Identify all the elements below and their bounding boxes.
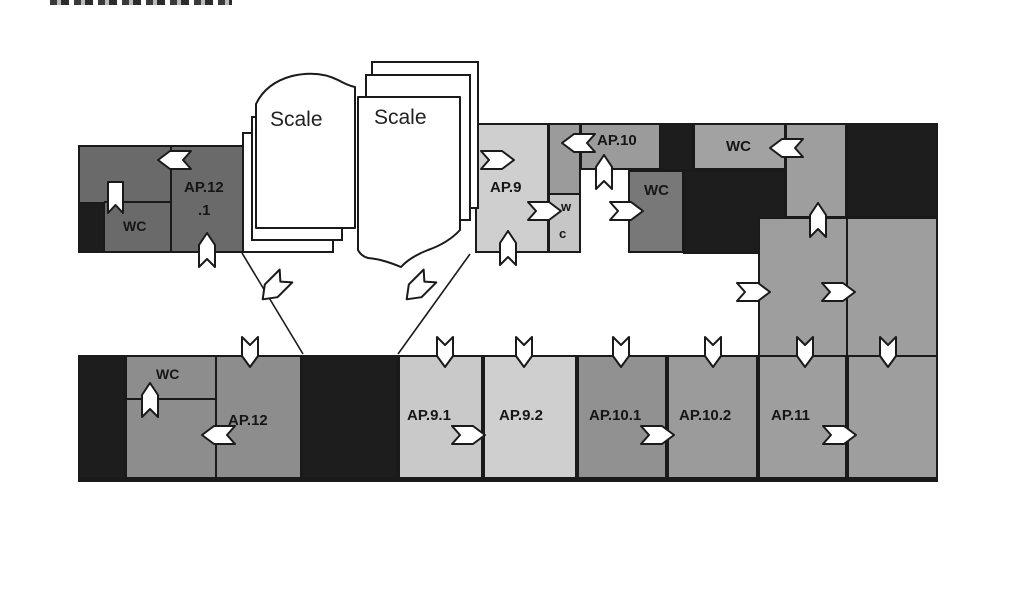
label-ap-12: AP.12 [228,412,268,429]
direction-arrow-right-icon [822,425,857,445]
wall-ap12-b-hdiv [125,398,217,400]
direction-arrow-diag-icon [261,268,294,301]
wall-bottom-edge [78,477,938,482]
label-ap-12-1: AP.12 [184,179,224,196]
label-wc-bottom: WC [156,366,180,382]
room-block-f [846,217,938,357]
label-ap-11: AP.11 [771,407,810,424]
direction-arrow-right-icon [821,282,856,302]
staircase-left-label: Scale [270,108,323,131]
direction-arrow-right-icon [451,425,486,445]
direction-arrow-up-icon [141,382,159,418]
label-ap-10-1: AP.10.1 [589,407,642,424]
label-wc-w: w [561,199,572,214]
direction-arrow-up-icon [595,154,613,190]
room-ap-12-bottom [125,355,302,481]
staircase-right-label: Scale [374,106,427,129]
direction-arrow-down-icon [879,336,897,368]
direction-arrow-right-icon [527,201,562,221]
direction-arrow-down-icon [515,336,533,368]
direction-arrow-right-icon [480,150,515,170]
direction-arrow-right-icon [609,201,644,221]
label-wc-top: WC [726,138,751,155]
room-ap-12-1-black [78,202,105,253]
label-wc-c: c [559,226,567,241]
direction-arrow-down-icon [612,336,630,368]
corridor-diagonal-left [241,252,304,355]
cut-off-text-fragment [50,0,232,5]
direction-arrow-left-icon [157,150,192,170]
direction-arrow-left-icon [561,133,596,153]
room-bottom-black-m [301,355,398,481]
wall-ap12-b-vdiv [215,355,217,481]
staircase-right: Scale [357,61,479,268]
direction-arrow-diag-icon [405,268,438,301]
wall-ap12-1-vdiv [170,145,172,253]
room-ap-10-1 [577,355,667,481]
label-wc-dark: WC [644,182,669,199]
wall-ap12-1-hdiv [104,201,172,203]
direction-arrow-up-icon [198,232,216,268]
direction-arrow-down-icon [241,336,259,368]
corridor-diagonal-right [397,253,471,355]
direction-arrow-ribbon-icon [107,181,124,214]
direction-arrow-right-icon [736,282,771,302]
direction-arrow-left-icon [769,138,804,158]
label-ap-10-2: AP.10.2 [679,407,732,424]
direction-arrow-up-icon [809,202,827,238]
direction-arrow-down-icon [436,336,454,368]
label-wc-left: WC [123,218,147,234]
direction-arrow-up-icon [499,230,517,266]
direction-arrow-right-icon [640,425,675,445]
room-wc-small [548,193,581,253]
direction-arrow-down-icon [704,336,722,368]
room-bottom-right [847,355,938,481]
direction-arrow-left-icon [201,425,236,445]
label-ap-12-1b: .1 [198,202,211,219]
direction-arrow-down-icon [796,336,814,368]
label-ap-9-1: AP.9.1 [407,407,451,424]
room-ap-9-1 [398,355,483,481]
label-ap-9: AP.9 [490,179,522,196]
staircase-left: Scale [242,72,356,253]
label-ap-10: AP.10 [597,132,637,149]
label-ap-9-2: AP.9.2 [499,407,543,424]
